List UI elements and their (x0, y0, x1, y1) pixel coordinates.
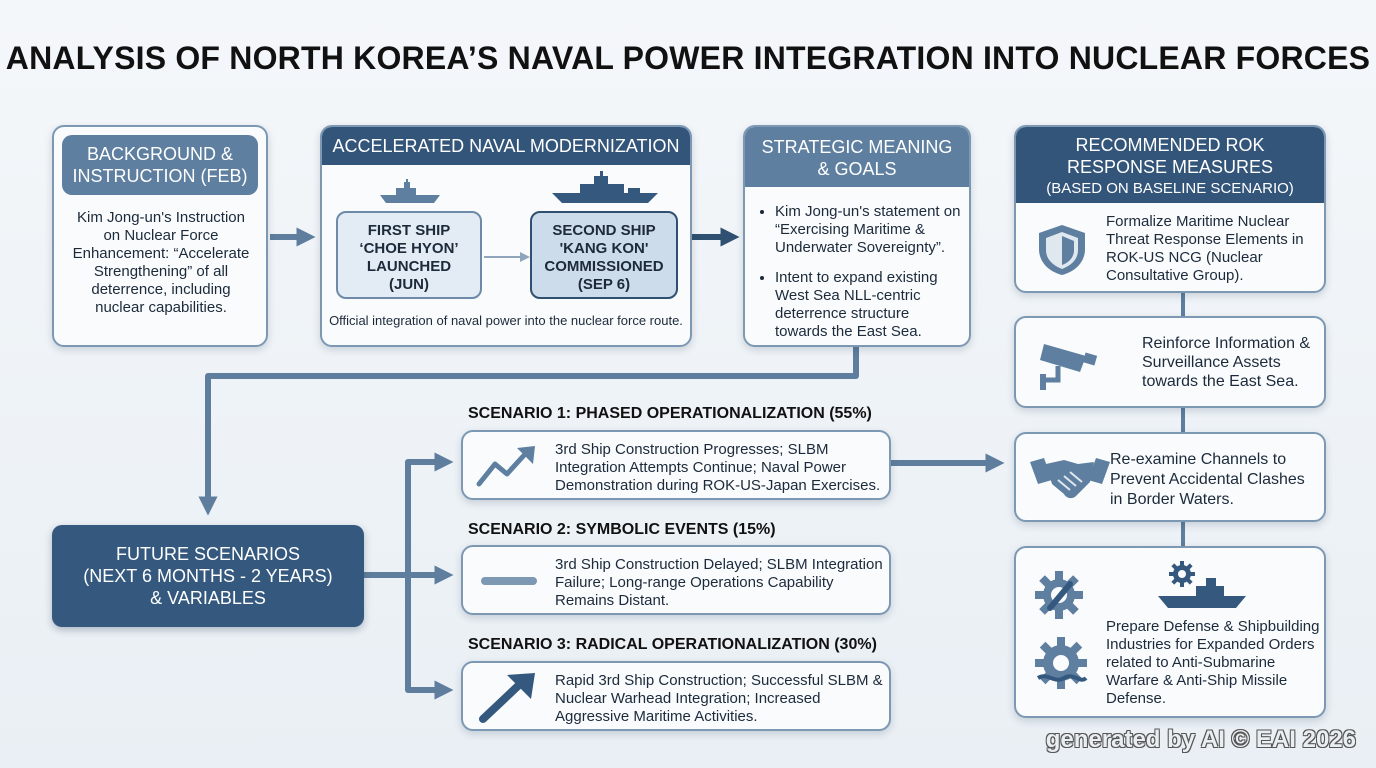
first-ship-line3: LAUNCHED (366, 258, 452, 275)
background-heading: BACKGROUND & INSTRUCTION (FEB) (62, 135, 258, 195)
scenario-3-card: Rapid 3rd Ship Construction; Successful … (461, 661, 891, 731)
modernization-card: ACCELERATED NAVAL MODERNIZATION FIRST SH… (320, 125, 692, 347)
recommended-heading-line2: RESPONSE MEASURES (1066, 157, 1274, 177)
surveillance-camera-icon (1040, 344, 1098, 390)
recommended-card: RECOMMENDED ROK RESPONSE MEASURES (BASED… (1014, 125, 1326, 293)
first-ship-line2: ‘CHOE HYON’ (359, 240, 459, 257)
strategic-bullet: Kim Jong-un's statement on “Exercising M… (775, 203, 965, 257)
future-line1: FUTURE SCENARIOS (115, 544, 301, 564)
trend-up-icon (476, 446, 535, 487)
page-title: ANALYSIS OF NORTH KOREA’S NAVAL POWER IN… (5, 40, 1371, 76)
second-ship-line3: COMMISSIONED (544, 258, 664, 275)
background-heading-line2: INSTRUCTION (FEB) (72, 166, 248, 186)
background-card: BACKGROUND & INSTRUCTION (FEB) Kim Jong-… (52, 125, 268, 347)
arrow-first-to-second-ship (484, 252, 530, 262)
background-body: Kim Jong-un's Instruction on Nuclear For… (72, 209, 250, 316)
strategic-heading-line2: & GOALS (817, 159, 897, 179)
scenario-1-text: 3rd Ship Construction Progresses; SLBM I… (555, 441, 881, 494)
recommendation-channels-card: Re-examine Channels to Prevent Accidenta… (1014, 432, 1326, 522)
scenario-2-title: SCENARIO 2: SYMBOLIC EVENTS (15%) (468, 521, 776, 538)
future-line2: (NEXT 6 MONTHS - 2 YEARS) (83, 566, 333, 586)
scenario-3-text: Rapid 3rd Ship Construction; Successful … (555, 672, 883, 725)
modernization-heading: ACCELERATED NAVAL MODERNIZATION (322, 127, 690, 165)
scenario-2-card: 3rd Ship Construction Delayed; SLBM Inte… (461, 545, 891, 615)
gear-ship-icon (1158, 561, 1246, 608)
first-ship-line1: FIRST SHIP (367, 222, 451, 239)
scenario-1-title: SCENARIO 1: PHASED OPERATIONALIZATION (5… (468, 405, 872, 422)
warship-large-icon (552, 171, 658, 203)
second-ship-line1: SECOND SHIP (552, 222, 656, 239)
scenario-3-title: SCENARIO 3: RADICAL OPERATIONALIZATION (… (468, 636, 877, 653)
first-ship-box: FIRST SHIP ‘CHOE HYON’ LAUNCHED (JUN) (336, 211, 482, 299)
background-heading-line1: BACKGROUND & (86, 144, 234, 164)
second-ship-box: SECOND SHIP 'KANG KON' COMMISSIONED (SEP… (530, 211, 678, 299)
recommendation-surveillance-card: Reinforce Information & Surveillance Ass… (1014, 316, 1326, 408)
recommended-heading-line1: RECOMMENDED ROK (1075, 135, 1265, 155)
handshake-icon (1030, 458, 1110, 499)
strategic-bullets: Kim Jong-un's statement on “Exercising M… (753, 203, 965, 353)
recommendation-text-ncg: Formalize Maritime Nuclear Threat Respon… (1106, 213, 1304, 284)
modernization-caption: Official integration of naval power into… (329, 313, 683, 328)
scenario-1-card: 3rd Ship Construction Progresses; SLBM I… (461, 430, 891, 500)
watermark: generated by AI © EAI 2026 (1045, 726, 1356, 753)
recommendation-industry-card: Prepare Defense & Shipbuilding Industrie… (1014, 546, 1326, 718)
second-ship-line4: (SEP 6) (577, 276, 631, 293)
arrow-strategic-to-future (198, 346, 859, 516)
future-line3: & VARIABLES (150, 588, 266, 608)
recommendation-text-industry: Prepare Defense & Shipbuilding Industrie… (1106, 618, 1320, 707)
second-ship-line2: 'KANG KON' (559, 240, 649, 257)
arrow-future-to-scenario-1 (364, 452, 454, 578)
recommended-heading: RECOMMENDED ROK RESPONSE MEASURES (BASED… (1016, 127, 1324, 203)
recommendation-text-surveillance: Reinforce Information & Surveillance Ass… (1142, 335, 1311, 390)
warship-icon (380, 179, 440, 203)
future-scenarios-box: FUTURE SCENARIOS (NEXT 6 MONTHS - 2 YEAR… (52, 525, 364, 627)
gear-icon (1035, 637, 1088, 689)
first-ship-line4: (JUN) (389, 276, 429, 293)
arrow-future-to-scenario-3 (405, 575, 454, 700)
shield-icon (1039, 225, 1085, 275)
gear-wrench-icon (1035, 571, 1083, 619)
recommendation-text-channels: Re-examine Channels to Prevent Accidenta… (1110, 451, 1305, 508)
scenario-2-text: 3rd Ship Construction Delayed; SLBM Inte… (555, 556, 883, 609)
strategic-card: STRATEGIC MEANING & GOALS Kim Jong-un's … (743, 125, 971, 347)
flat-line-icon (481, 577, 537, 585)
strategic-heading: STRATEGIC MEANING & GOALS (745, 127, 969, 187)
strategic-heading-line1: STRATEGIC MEANING (761, 137, 953, 157)
strategic-bullet: Intent to expand existing West Sea NLL-c… (775, 269, 965, 341)
recommended-heading-line3: (BASED ON BASELINE SCENARIO) (1046, 180, 1294, 197)
arrow-up-right-icon (479, 673, 535, 723)
